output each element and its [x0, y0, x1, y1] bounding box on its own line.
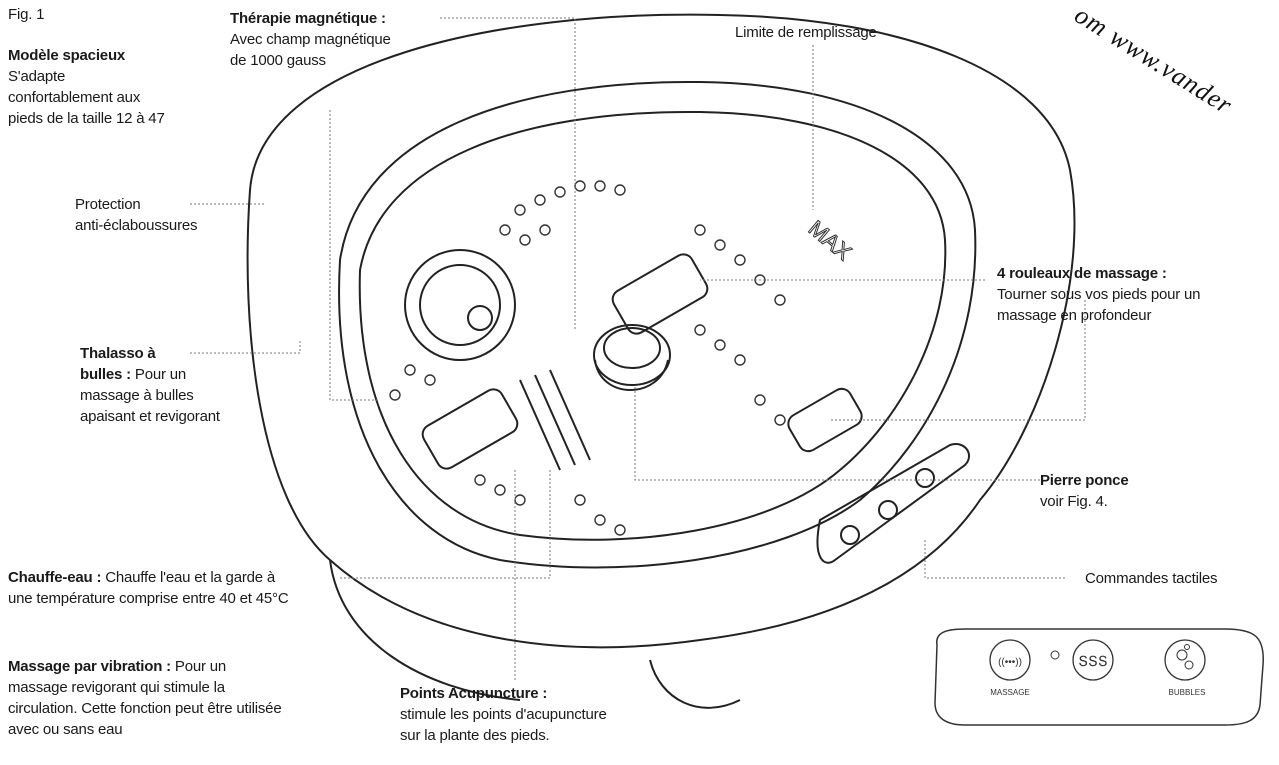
label-spacious: Modèle spacieux S'adapte confortablement…: [8, 45, 165, 129]
label-pumice-title: Pierre ponce: [1040, 472, 1129, 489]
roller: [787, 387, 863, 453]
label-thalasso-line: massage à bulles: [80, 387, 194, 404]
label-spacious-line: confortablement aux: [8, 89, 141, 106]
label-acupuncture: Points Acupuncture : stimule les points …: [400, 683, 607, 746]
rim-control-panel: [816, 443, 970, 564]
label-pumice-line: voir Fig. 4.: [1040, 493, 1108, 510]
label-heater-title: Chauffe-eau :: [8, 569, 102, 586]
label-thalasso-inline: Pour un: [130, 366, 187, 383]
label-rollers-line: massage en profondeur: [997, 307, 1152, 324]
label-vibration-line: avec ou sans eau: [8, 721, 123, 738]
label-spacious-line: pieds de la taille 12 à 47: [8, 110, 165, 127]
base: [329, 559, 741, 709]
leader-thalasso: [190, 340, 301, 354]
pumice-stone: [593, 324, 671, 386]
label-touch: Commandes tactiles: [1085, 570, 1218, 587]
label-vibration: Massage par vibration : Pour un massage …: [8, 656, 282, 740]
label-splash-line: anti-éclaboussures: [75, 217, 198, 234]
label-magnetic-line: de 1000 gauss: [230, 52, 326, 69]
label-magnetic: Thérapie magnétique : Avec champ magnéti…: [230, 8, 391, 71]
label-heater-inline: Chauffe l'eau et la garde à: [101, 569, 276, 586]
leader-massage-rollers: [830, 300, 1086, 421]
outer-shell: [246, 13, 1076, 649]
label-acupuncture-title: Points Acupuncture :: [400, 685, 548, 702]
inner-rim: [338, 80, 977, 569]
massage-button-icon: [989, 639, 1031, 681]
label-vibration-inline: Pour un: [170, 658, 227, 675]
label-rollers-line: Tourner sous vos pieds pour un: [997, 286, 1201, 303]
label-heater: Chauffe-eau : Chauffe l'eau et la garde …: [8, 567, 289, 609]
label-spacious-title: Modèle spacieux: [8, 47, 126, 64]
label-acupuncture-line: stimule les points d'acupuncture: [400, 706, 607, 723]
svg-text:ՏՏՏ: ՏՏՏ: [1078, 653, 1108, 669]
heat-button-icon: [1072, 639, 1114, 681]
massage-label: MASSAGE: [990, 688, 1030, 697]
bubbles-label: BUBBLES: [1169, 688, 1206, 697]
label-acupuncture-line: sur la plante des pieds.: [400, 727, 550, 744]
label-spacious-line: S'adapte: [8, 68, 66, 85]
label-vibration-title: Massage par vibration :: [8, 658, 171, 675]
bubble-pad: [404, 249, 516, 361]
leader-magnetic: [440, 17, 576, 330]
roller: [611, 253, 709, 335]
label-vibration-line: massage revigorant qui stimule la: [8, 679, 225, 696]
touch-panel-inset: ((•••)) ՏՏՏ MASSAGE BUBBLES: [934, 628, 1264, 726]
label-pumice: Pierre ponce voir Fig. 4.: [1040, 470, 1129, 512]
label-fill-limit: Limite de remplissage: [735, 24, 877, 41]
roller: [421, 388, 519, 470]
label-thalasso-title: Thalasso à: [80, 345, 156, 362]
label-rollers-title: 4 rouleaux de massage :: [997, 265, 1167, 282]
label-splash-line: Protection: [75, 196, 141, 213]
figure-label: Fig. 1: [8, 6, 45, 23]
leader-pumice: [634, 385, 1040, 481]
label-magnetic-title: Thérapie magnétique :: [230, 10, 386, 27]
leader-splash-2: [329, 110, 380, 401]
label-vibration-line: circulation. Cette fonction peut être ut…: [8, 700, 282, 717]
label-thalasso-line: apaisant et revigorant: [80, 408, 220, 425]
label-splash: Protection anti-éclaboussures: [75, 194, 198, 236]
label-heater-line: une température comprise entre 40 et 45°…: [8, 590, 289, 607]
svg-text:((•••)): ((•••)): [998, 657, 1022, 668]
label-thalasso: Thalasso à bulles : Pour un massage à bu…: [80, 343, 220, 427]
bubbles-button-icon: [1164, 639, 1206, 681]
brand-logo: MAX: [804, 215, 857, 265]
label-magnetic-line: Avec champ magnétique: [230, 31, 391, 48]
label-rollers: 4 rouleaux de massage : Tourner sous vos…: [997, 263, 1200, 326]
label-thalasso-title-b: bulles :: [80, 366, 131, 383]
leader-heater: [340, 470, 551, 579]
leader-touch: [924, 540, 1065, 579]
